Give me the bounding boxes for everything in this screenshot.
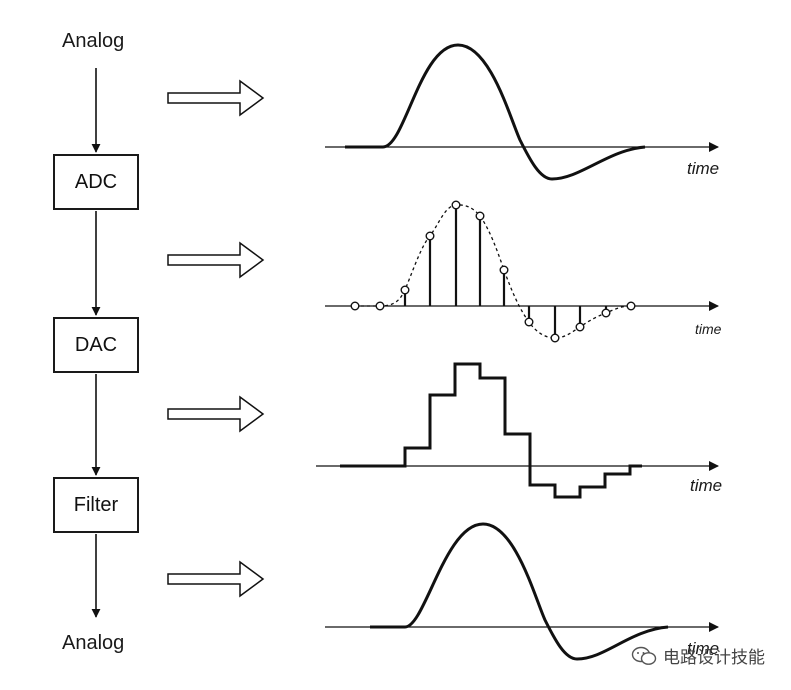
sample-point — [400, 285, 410, 295]
adc-block: ADC — [53, 154, 139, 210]
wechat-icon — [631, 646, 657, 665]
time-label-3: time — [690, 476, 722, 495]
sample-point — [601, 308, 611, 318]
hollow-arrow-1 — [167, 79, 265, 117]
hollow-arrow-4 — [167, 560, 265, 598]
sample-point — [475, 211, 485, 221]
sampled-envelope — [355, 204, 632, 339]
hollow-arrows — [167, 79, 265, 598]
filter-block: Filter — [53, 477, 139, 533]
plot-staircase: time — [316, 362, 722, 499]
sample-point — [451, 200, 461, 210]
output-analog-label: Analog — [62, 632, 125, 654]
dac-block: DAC — [53, 317, 139, 373]
staircase-waveform — [340, 362, 642, 499]
sample-point — [375, 301, 385, 311]
watermark-text: 电路设计技能 — [663, 648, 765, 667]
hollow-arrow-3 — [167, 395, 265, 433]
sample-point — [524, 317, 534, 327]
plot-analog-output: time — [325, 522, 719, 661]
sample-stems — [403, 205, 608, 338]
input-analog-label: Analog — [62, 30, 125, 52]
sample-point — [425, 231, 435, 241]
plot-analog-input: time — [325, 43, 719, 181]
time-label-1: time — [687, 159, 719, 178]
plot-sampled: time — [325, 200, 722, 343]
analog-waveform-2 — [370, 522, 669, 661]
sample-point — [575, 322, 585, 332]
sample-point — [550, 333, 560, 343]
watermark: 电路设计技能 — [631, 643, 765, 668]
sample-point — [626, 301, 636, 311]
analog-waveform-1 — [345, 43, 646, 181]
time-label-4: time — [687, 639, 719, 658]
sample-points — [350, 200, 636, 343]
hollow-arrow-2 — [167, 241, 265, 279]
sample-point — [350, 301, 360, 311]
sample-point — [499, 265, 509, 275]
time-label-2: time — [695, 321, 722, 337]
